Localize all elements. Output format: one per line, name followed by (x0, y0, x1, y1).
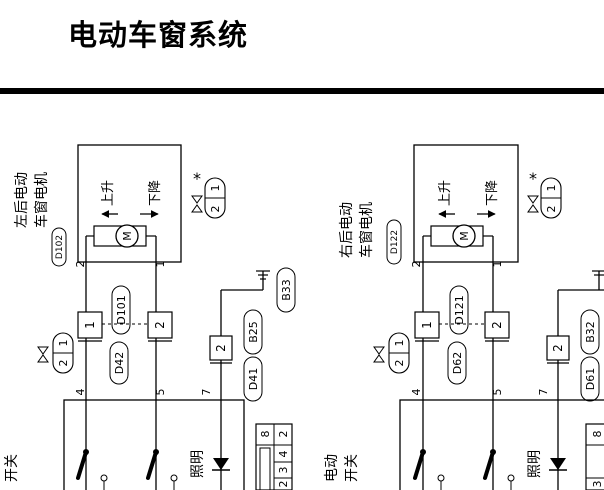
right-illumination-led-icon (549, 458, 567, 471)
svg-text:4: 4 (277, 451, 290, 458)
svg-text:2: 2 (393, 360, 406, 367)
left-illum-connector: D41 (247, 368, 260, 390)
left-switch-box (63, 399, 245, 490)
left-switch-contact-icon (76, 449, 178, 490)
right-harness-connector: D121 (453, 295, 466, 324)
left-motor-icon: M (86, 224, 156, 248)
left-motor-box (77, 144, 182, 263)
right-motor-icon: M (423, 224, 493, 248)
svg-text:1: 1 (57, 340, 70, 347)
svg-text:1: 1 (545, 185, 558, 192)
svg-text:1: 1 (83, 321, 97, 329)
svg-text:2: 2 (74, 261, 87, 268)
page-title: 电动车窗系统 (68, 18, 249, 52)
left-asterisk: * (193, 169, 201, 188)
svg-text:4: 4 (74, 389, 87, 396)
svg-text:2: 2 (153, 321, 167, 329)
svg-text:2: 2 (277, 431, 290, 438)
right-illum-label: 照明 (527, 450, 543, 478)
left-illum-harness: B25 (247, 321, 260, 343)
left-motor-connector: D102 (55, 235, 65, 259)
left-motor-name-1: 左后电动 (14, 172, 30, 228)
right-switch-name-1: 电动 (324, 454, 340, 482)
right-motor-connector: D122 (390, 230, 400, 254)
right-switch-connector: D62 (451, 352, 464, 374)
right-switch-contact-icon (413, 449, 515, 490)
right-label-up: 上升 (438, 180, 453, 206)
svg-text:1: 1 (154, 261, 167, 268)
svg-text:2: 2 (277, 481, 290, 488)
svg-text:7: 7 (200, 389, 213, 396)
svg-text:8: 8 (591, 431, 604, 438)
right-switch-box (399, 399, 604, 490)
svg-text:M: M (121, 231, 134, 241)
svg-text:3: 3 (591, 481, 604, 488)
svg-text:2: 2 (490, 321, 504, 329)
header-divider (0, 88, 604, 94)
right-illum-connector: D61 (584, 368, 597, 390)
right-asterisk-connector: 2 1 (527, 177, 562, 219)
right-pin-grid: 8 3 (585, 423, 604, 490)
right-illum-harness: B32 (584, 321, 597, 343)
right-label-down: 下降 (485, 180, 500, 206)
left-ground-icon (256, 270, 270, 280)
left-switch-name: 开关 (4, 454, 20, 482)
right-switch-connector-icon: 1 2 (373, 332, 410, 374)
svg-text:M: M (458, 231, 471, 241)
svg-text:2: 2 (57, 360, 70, 367)
left-harness-connector: D101 (115, 295, 128, 324)
right-asterisk: * (529, 169, 537, 188)
svg-text:1: 1 (393, 340, 406, 347)
svg-text:1: 1 (491, 261, 504, 268)
svg-text:5: 5 (154, 389, 167, 396)
left-pin-grid: 8 2 4 3 2 (255, 423, 293, 490)
right-motor-name-1: 右后电动 (339, 202, 355, 258)
right-motor-name-2: 车窗电机 (358, 202, 375, 258)
svg-text:4: 4 (410, 389, 423, 396)
svg-text:3: 3 (277, 467, 290, 474)
right-motor-box (413, 144, 519, 263)
left-label-up: 上升 (101, 180, 116, 206)
left-illum-label: 照明 (190, 450, 206, 478)
left-illumination-led-icon (212, 458, 230, 471)
left-switch-connector-icon: 1 2 (37, 332, 74, 374)
svg-text:1: 1 (420, 321, 434, 329)
svg-text:2: 2 (545, 206, 558, 213)
right-ground-icon (592, 270, 604, 290)
left-motor-name-2: 车窗电机 (33, 172, 50, 228)
svg-text:2: 2 (410, 261, 423, 268)
left-asterisk-connector: 2 1 (191, 177, 226, 219)
svg-text:2: 2 (209, 206, 222, 213)
right-switch-name-2: 开关 (344, 454, 360, 482)
svg-text:5: 5 (491, 389, 504, 396)
svg-text:2: 2 (214, 344, 228, 352)
right-circuit: M 上升 下降 * 2 1 右后电动 车窗电机 D122 2 1 1 2 (324, 144, 604, 490)
left-circuit: M 上升 下降 * 2 1 左后电动 车窗电机 D102 2 1 (4, 144, 296, 490)
left-switch-connector: D42 (113, 352, 126, 374)
left-label-down: 下降 (148, 180, 163, 206)
svg-text:2: 2 (551, 344, 565, 352)
left-ground-connector: B33 (280, 279, 293, 301)
svg-text:8: 8 (259, 431, 272, 438)
svg-text:7: 7 (537, 389, 550, 396)
svg-text:1: 1 (209, 185, 222, 192)
